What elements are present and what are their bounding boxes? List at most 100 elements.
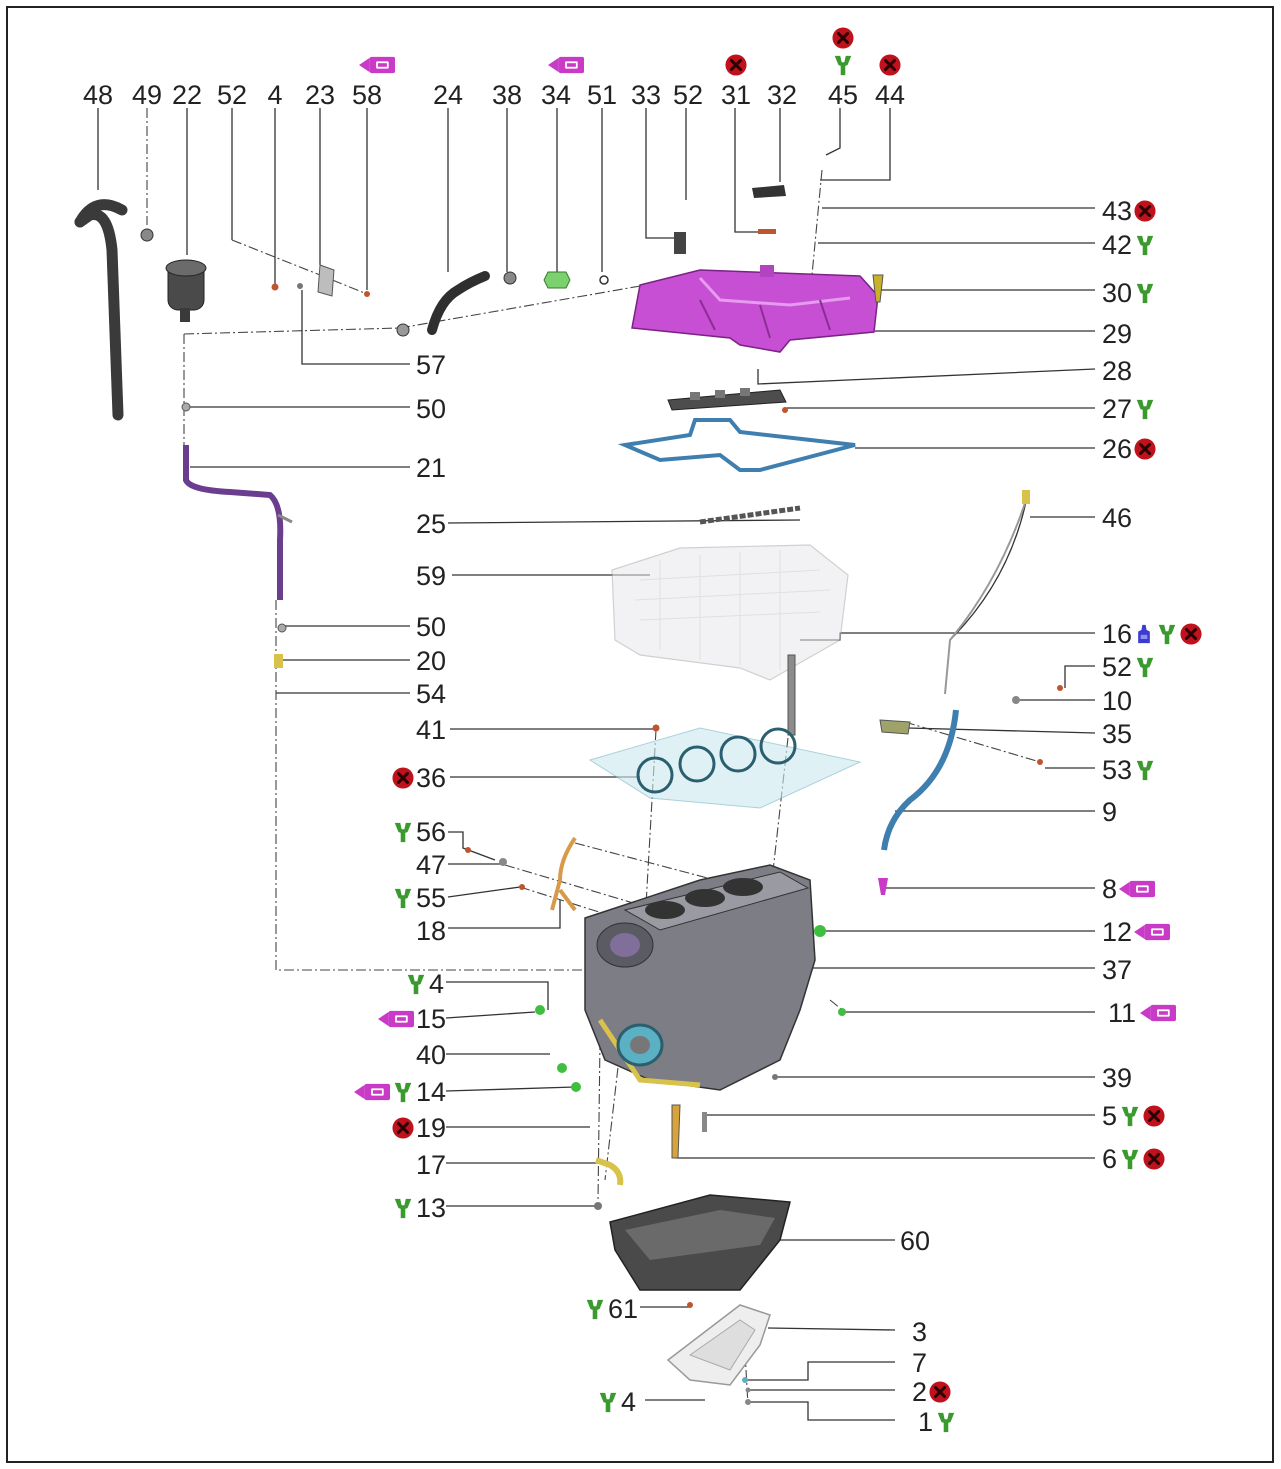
part-oil-filler-cap — [752, 185, 786, 198]
callout-label: 56 — [416, 817, 446, 847]
callout-label: 22 — [172, 80, 202, 110]
parts — [74, 185, 1063, 1405]
callout-label: 53 — [1102, 755, 1132, 785]
callout-label: 48 — [83, 80, 113, 110]
callout-label: 37 — [1102, 955, 1132, 985]
callout-label: 23 — [305, 80, 335, 110]
part-bracket — [317, 264, 335, 297]
callout-label: 28 — [1102, 356, 1132, 386]
replace-x-icon — [929, 1381, 951, 1403]
replace-x-icon — [1180, 623, 1202, 645]
replace-x-icon — [832, 27, 854, 49]
replace-x-icon — [1134, 200, 1156, 222]
sealant-tube-icon — [1134, 923, 1170, 941]
sealant-tube-icon — [548, 56, 584, 74]
callout-label: 34 — [541, 80, 571, 110]
wrench-torque-icon — [394, 822, 412, 843]
callout-label: 9 — [1102, 797, 1117, 827]
callout-label: 14 — [416, 1077, 446, 1107]
callout-label: 60 — [900, 1226, 930, 1256]
part-head-bolt — [787, 654, 796, 736]
callout-label: 54 — [416, 679, 446, 709]
part-hose-clip — [140, 228, 154, 242]
callout-label: 6 — [1102, 1144, 1117, 1174]
wrench-torque-icon — [599, 1392, 617, 1413]
callout-label: 61 — [608, 1294, 638, 1324]
part-camshaft — [699, 505, 801, 525]
callout-label: 52 — [1102, 652, 1132, 682]
wrench-torque-icon — [1136, 235, 1154, 256]
callout-label: 16 — [1102, 619, 1132, 649]
callout-label: 58 — [352, 80, 382, 110]
callout-label: 8 — [1102, 874, 1117, 904]
part-head-gasket — [588, 727, 862, 809]
callout-label: 52 — [217, 80, 247, 110]
callout-label: 25 — [416, 509, 446, 539]
callout-label: 44 — [875, 80, 905, 110]
part-oil-pickup — [594, 1157, 624, 1186]
wrench-torque-icon — [394, 888, 412, 909]
part-turbo-oil-pipe — [550, 836, 577, 912]
callout-label: 43 — [1102, 196, 1132, 226]
part-lower-oil-pan — [666, 1304, 771, 1386]
callout-label: 26 — [1102, 434, 1132, 464]
callout-label: 27 — [1102, 394, 1132, 424]
part-dipstick-tube — [881, 709, 959, 851]
callout-label: 47 — [416, 850, 446, 880]
replace-x-icon — [392, 767, 414, 789]
callout-label: 7 — [912, 1348, 927, 1378]
part-coil-cover — [667, 388, 787, 411]
wrench-torque-icon — [937, 1412, 955, 1433]
wrench-torque-icon — [407, 974, 425, 995]
replace-x-icon — [879, 54, 901, 76]
part-oil-separator — [165, 259, 207, 322]
callout-label: 55 — [416, 883, 446, 913]
part-vent-hose — [427, 271, 490, 335]
callout-label: 41 — [416, 715, 446, 745]
callout-label: 46 — [1102, 503, 1132, 533]
callout-label: 4 — [267, 80, 282, 110]
callout-label: 20 — [416, 646, 446, 676]
callout-label: 49 — [132, 80, 162, 110]
callout-label: 36 — [416, 763, 446, 793]
wrench-torque-icon — [1136, 399, 1154, 420]
part-cover-gasket — [617, 418, 856, 472]
wrench-torque-icon — [1121, 1149, 1139, 1170]
callout-label: 19 — [416, 1113, 446, 1143]
callout-label: 4 — [621, 1387, 636, 1417]
adhesive-bottle-icon — [1138, 624, 1150, 644]
callout-label: 52 — [673, 80, 703, 110]
sealant-tube-icon — [354, 1083, 390, 1101]
part-cylinder-head — [611, 544, 849, 681]
wrench-torque-icon — [1136, 657, 1154, 678]
callout-label: 31 — [721, 80, 751, 110]
callout-label: 57 — [416, 350, 446, 380]
callout-label: 30 — [1102, 278, 1132, 308]
part-pcv-valve — [543, 271, 571, 289]
callout-label: 29 — [1102, 319, 1132, 349]
part-dipstick — [944, 496, 1028, 695]
wrench-torque-icon — [394, 1082, 412, 1103]
sealant-tube-icon — [1119, 880, 1155, 898]
sealant-tube-icon — [1140, 1004, 1176, 1022]
part-camshaft-sensor — [674, 232, 686, 254]
callout-label: 32 — [767, 80, 797, 110]
callout-label: 39 — [1102, 1063, 1132, 1093]
replace-x-icon — [1143, 1105, 1165, 1127]
callout-label: 35 — [1102, 719, 1132, 749]
wrench-torque-icon — [394, 1198, 412, 1219]
callout-label: 24 — [433, 80, 463, 110]
part-oil-return-pipe — [183, 445, 284, 600]
callout-label: 15 — [416, 1004, 446, 1034]
callout-label: 5 — [1102, 1101, 1117, 1131]
replace-x-icon — [1134, 438, 1156, 460]
sealant-tube-icon — [359, 56, 395, 74]
replace-x-icon — [725, 54, 747, 76]
callout-label: 45 — [828, 80, 858, 110]
part-oil-pan — [609, 1194, 791, 1291]
wrench-torque-icon — [834, 55, 852, 76]
callout-label: 38 — [492, 80, 522, 110]
part-cylinder-block — [584, 864, 816, 1091]
callout-label: 4 — [429, 969, 444, 999]
